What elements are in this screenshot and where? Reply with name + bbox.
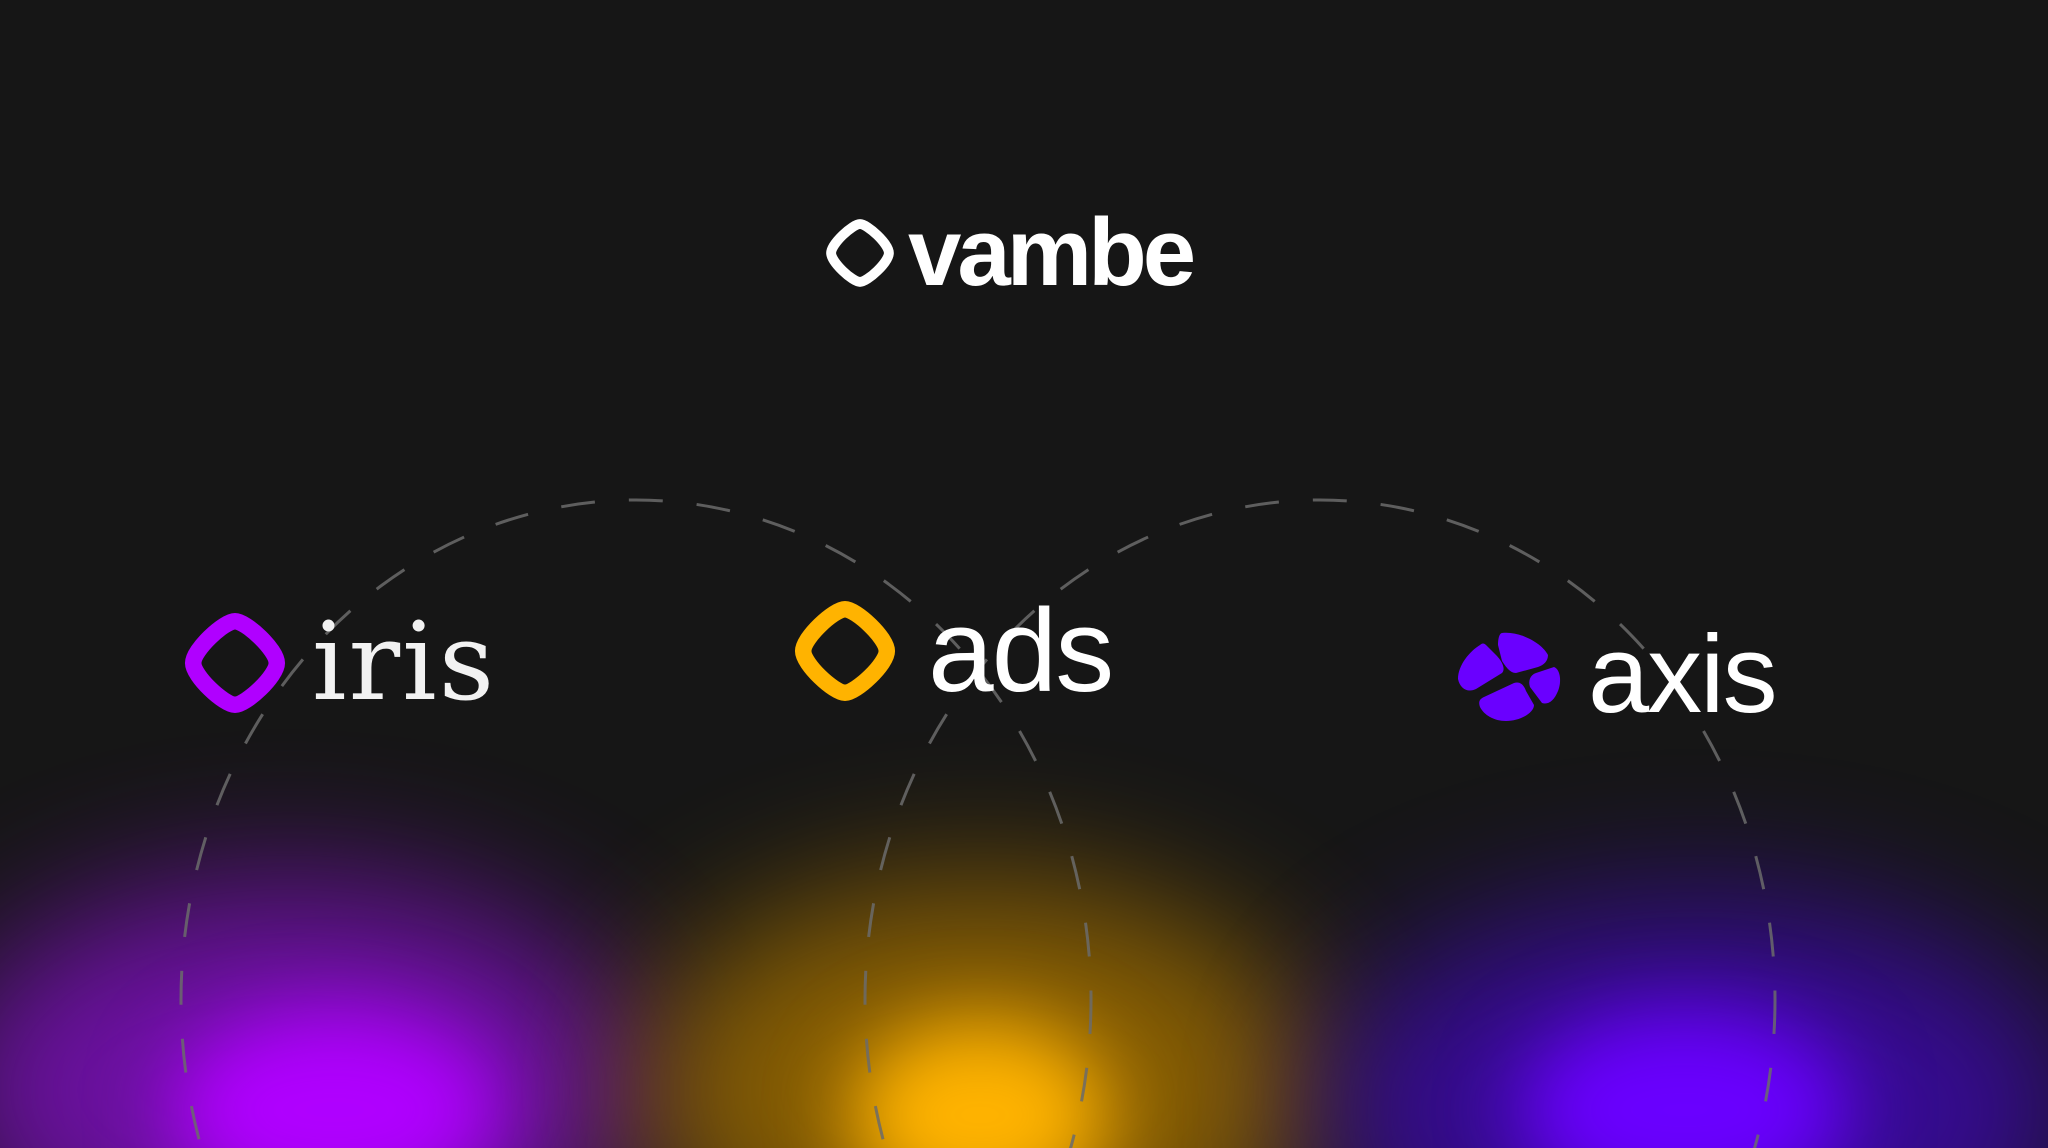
ads-logo: ads bbox=[790, 585, 1114, 717]
rounded-diamond-outline-icon bbox=[826, 219, 894, 287]
vambe-wordmark: vambe bbox=[908, 199, 1196, 306]
iris-logo: iris bbox=[180, 608, 496, 718]
iris-wordmark: iris bbox=[312, 600, 497, 725]
rounded-diamond-outline-icon bbox=[184, 612, 286, 714]
segmented-circle-cross-icon bbox=[1458, 632, 1561, 721]
vambe-logo: vambe bbox=[822, 199, 1196, 306]
left-dashed-arc bbox=[179, 498, 1093, 1148]
right-dashed-arc bbox=[863, 498, 1777, 1148]
rounded-diamond-outline-icon bbox=[794, 600, 896, 702]
ads-wordmark: ads bbox=[928, 585, 1114, 717]
axis-logo: axis bbox=[1450, 613, 1778, 736]
axis-wordmark: axis bbox=[1588, 613, 1778, 736]
